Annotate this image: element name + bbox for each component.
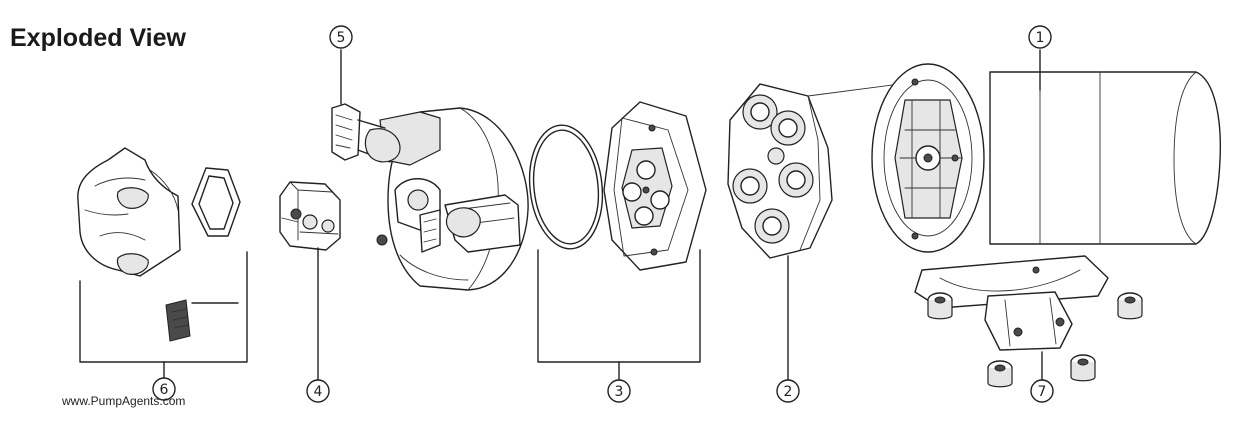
part-7-mounting-bracket <box>914 255 1109 351</box>
part-2-valve-body <box>727 83 833 259</box>
part-6-valve-housing <box>77 147 181 277</box>
callout-6: 6 <box>152 361 176 401</box>
part-3-bracket <box>537 249 701 363</box>
part-6-gasket <box>191 167 241 237</box>
shaft-line <box>807 83 901 97</box>
callout-4: 4 <box>306 379 330 403</box>
callout-1: 1 <box>1028 25 1052 49</box>
callout-1-label: 1 <box>1036 30 1045 46</box>
callout-2-label: 2 <box>784 384 793 400</box>
part-7-grommets <box>927 292 1143 388</box>
callout-5: 5 <box>329 25 353 49</box>
part-3-o-ring <box>528 124 604 250</box>
part-5-pump-head <box>331 103 529 291</box>
part-3-diaphragm <box>603 101 707 271</box>
callout-3-label: 3 <box>615 384 624 400</box>
watermark-text: www.PumpAgents.com <box>62 394 186 408</box>
part-4-valve-assembly <box>279 181 341 251</box>
callout-7: 7 <box>1030 379 1054 403</box>
callout-2: 2 <box>776 379 800 403</box>
part-6-clip <box>165 299 239 342</box>
callout-4-label: 4 <box>314 384 323 400</box>
diagram-title: Exploded View <box>10 24 186 52</box>
callout-3: 3 <box>607 379 631 403</box>
callout-6-label: 6 <box>160 382 169 398</box>
callout-5-label: 5 <box>337 30 346 46</box>
callout-7-label: 7 <box>1038 384 1047 400</box>
part-6-bracket <box>79 251 248 363</box>
part-1-motor <box>871 63 1222 253</box>
